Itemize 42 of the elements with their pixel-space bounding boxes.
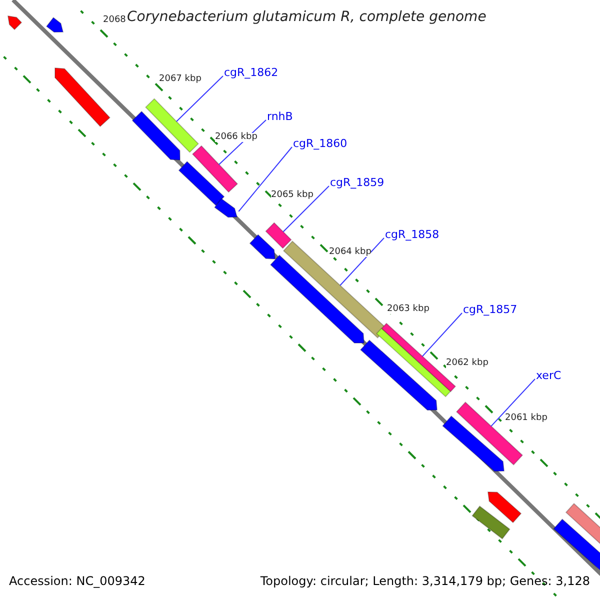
leader-line [238,146,292,212]
footer-text: Topology: circular; Length: 3,314,179 bp; Genes: 3,128 [260,575,590,587]
scale-label: 2063 kbp [387,305,430,314]
gene-feature [46,16,64,33]
gene-feature [249,234,276,260]
gene-feature [145,98,199,153]
scale-label: 2065 kbp [271,191,314,200]
gene-label: cgR_1860 [293,138,348,149]
gene-label: cgR_1857 [463,304,518,315]
title: Corynebacterium glutamicum R, complete genome [127,10,486,24]
gene-feature [553,518,600,572]
gene-feature [178,160,225,206]
scale-label: 2067 kbp [159,75,202,84]
leader-line [490,378,536,427]
leader-line [176,76,224,122]
gene-feature [132,110,181,161]
gene-label: rnhB [267,111,293,122]
scale-label: 2068 [103,16,126,25]
scale-label: 2064 kbp [329,248,372,257]
gene-feature [360,340,438,411]
gene-label: cgR_1862 [224,67,278,78]
gene-feature [472,506,510,540]
gene-feature [270,254,365,344]
gene-label: cgR_1859 [330,177,384,188]
gene-feature [192,145,238,193]
scale-label: 2061 kbp [505,414,548,423]
gene-feature [214,198,238,218]
gene-feature [282,240,387,338]
leader-line [282,186,330,232]
footer-text: Accession: NC_009342 [9,575,146,587]
gene-feature [54,67,110,128]
scale-label: 2066 kbp [215,133,258,142]
gene-label: xerC [536,370,562,381]
gene-feature [265,222,292,249]
gene-feature [487,491,522,524]
gene-label: cgR_1858 [385,229,440,240]
leader-line [422,312,462,357]
scale-label: 2062 kbp [446,359,488,368]
gene-feature [7,15,22,30]
leader-line [340,238,384,286]
gene-feature [442,415,505,472]
gene-feature [565,502,600,546]
